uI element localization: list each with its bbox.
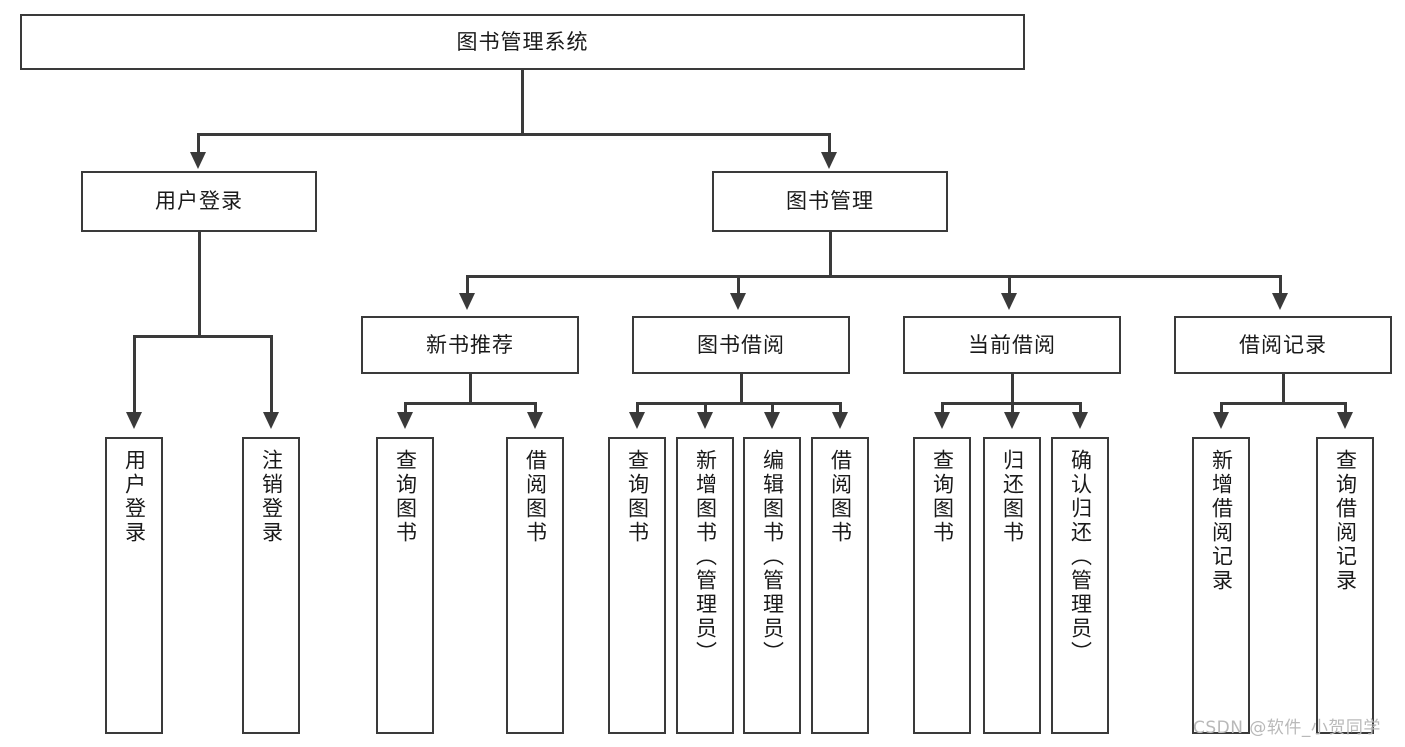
arrow-bm-to-current-borrow <box>1001 293 1017 310</box>
edge-user-login-bus <box>133 335 272 338</box>
edge-bm-drop-3 <box>1008 275 1011 297</box>
edge-cb-drop-2 <box>1011 402 1014 416</box>
edge-user-login-stem <box>198 232 201 337</box>
arrow-br-leaf-2 <box>1337 412 1353 429</box>
edge-cb-drop-3 <box>1079 402 1082 416</box>
arrow-bm-to-borrow-record <box>1272 293 1288 310</box>
leaf-current-borrow-3-label: 确认归还（管理员） <box>1068 449 1093 665</box>
arrow-bb-leaf-1 <box>629 412 645 429</box>
node-current-borrow-label: 当前借阅 <box>968 332 1056 357</box>
edge-bb-drop-2 <box>704 402 707 416</box>
arrow-root-to-book-manage <box>821 152 837 169</box>
leaf-book-borrow-3-label: 编辑图书（管理员） <box>760 449 785 665</box>
leaf-book-borrow-2[interactable]: 新增图书（管理员） <box>676 437 734 734</box>
leaf-book-borrow-4-label: 借阅图书 <box>828 449 853 545</box>
node-borrow-record-label: 借阅记录 <box>1239 332 1327 357</box>
leaf-current-borrow-2-label: 归还图书 <box>1000 449 1025 545</box>
edge-root-to-book-manage <box>828 133 831 157</box>
node-book-management-label: 图书管理 <box>786 189 874 214</box>
leaf-current-borrow-1-label: 查询图书 <box>930 449 955 545</box>
edge-nbr-stem <box>469 374 472 404</box>
edge-nbr-drop-1 <box>404 402 407 416</box>
leaf-new-book-recommend-2[interactable]: 借阅图书 <box>506 437 564 734</box>
node-user-login[interactable]: 用户登录 <box>81 171 317 232</box>
edge-user-login-drop-2 <box>270 335 273 415</box>
leaf-book-borrow-3[interactable]: 编辑图书（管理员） <box>743 437 801 734</box>
leaf-borrow-record-2[interactable]: 查询借阅记录 <box>1316 437 1374 734</box>
node-root-label: 图书管理系统 <box>456 29 589 54</box>
leaf-borrow-record-2-label: 查询借阅记录 <box>1333 449 1358 593</box>
leaf-current-borrow-3[interactable]: 确认归还（管理员） <box>1051 437 1109 734</box>
edge-book-management-bus <box>466 275 1280 278</box>
arrow-cb-leaf-2 <box>1004 412 1020 429</box>
node-new-book-recommend-label: 新书推荐 <box>426 332 514 357</box>
arrow-cb-leaf-1 <box>934 412 950 429</box>
leaf-user-login-2-label: 注销登录 <box>259 449 284 545</box>
node-current-borrow[interactable]: 当前借阅 <box>903 316 1121 374</box>
edge-user-login-drop-1 <box>133 335 136 415</box>
arrow-nbr-leaf-1 <box>397 412 413 429</box>
leaf-new-book-recommend-1-label: 查询图书 <box>393 449 418 545</box>
node-root[interactable]: 图书管理系统 <box>20 14 1025 70</box>
arrow-nbr-leaf-2 <box>527 412 543 429</box>
edge-nbr-drop-2 <box>534 402 537 416</box>
edge-book-management-stem <box>829 232 832 277</box>
leaf-current-borrow-2[interactable]: 归还图书 <box>983 437 1041 734</box>
leaf-new-book-recommend-1[interactable]: 查询图书 <box>376 437 434 734</box>
edge-bb-drop-4 <box>839 402 842 416</box>
edge-bm-drop-1 <box>466 275 469 297</box>
edge-br-drop-1 <box>1220 402 1223 416</box>
arrow-user-login-leaf-1 <box>126 412 142 429</box>
arrow-cb-leaf-3 <box>1072 412 1088 429</box>
node-book-borrow-label: 图书借阅 <box>697 332 785 357</box>
arrow-user-login-leaf-2 <box>263 412 279 429</box>
edge-bm-drop-2 <box>737 275 740 297</box>
edge-root-bus <box>197 133 828 136</box>
arrow-bb-leaf-4 <box>832 412 848 429</box>
node-new-book-recommend[interactable]: 新书推荐 <box>361 316 579 374</box>
edge-root-stem <box>521 70 524 135</box>
node-book-management[interactable]: 图书管理 <box>712 171 948 232</box>
leaf-book-borrow-4[interactable]: 借阅图书 <box>811 437 869 734</box>
leaf-book-borrow-2-label: 新增图书（管理员） <box>693 449 718 665</box>
edge-cb-stem <box>1011 374 1014 404</box>
leaf-new-book-recommend-2-label: 借阅图书 <box>523 449 548 545</box>
leaf-book-borrow-1-label: 查询图书 <box>625 449 650 545</box>
leaf-current-borrow-1[interactable]: 查询图书 <box>913 437 971 734</box>
arrow-bm-to-new-book <box>459 293 475 310</box>
edge-br-drop-2 <box>1344 402 1347 416</box>
arrow-bb-leaf-2 <box>697 412 713 429</box>
edge-bb-drop-1 <box>636 402 639 416</box>
edge-root-to-user-login <box>197 133 200 157</box>
edge-cb-drop-1 <box>941 402 944 416</box>
edge-bb-drop-3 <box>771 402 774 416</box>
watermark-text: CSDN @软件_小贺同学 <box>1193 718 1381 738</box>
leaf-borrow-record-1-label: 新增借阅记录 <box>1209 449 1234 593</box>
node-book-borrow[interactable]: 图书借阅 <box>632 316 850 374</box>
arrow-bb-leaf-3 <box>764 412 780 429</box>
node-borrow-record[interactable]: 借阅记录 <box>1174 316 1392 374</box>
leaf-book-borrow-1[interactable]: 查询图书 <box>608 437 666 734</box>
arrow-root-to-user-login <box>190 152 206 169</box>
edge-bb-stem <box>740 374 743 404</box>
edge-bm-drop-4 <box>1279 275 1282 297</box>
leaf-user-login-1-label: 用户登录 <box>122 449 147 545</box>
node-user-login-label: 用户登录 <box>155 189 243 214</box>
edge-br-stem <box>1282 374 1285 404</box>
arrow-br-leaf-1 <box>1213 412 1229 429</box>
arrow-bm-to-book-borrow <box>730 293 746 310</box>
leaf-user-login-2[interactable]: 注销登录 <box>242 437 300 734</box>
edge-br-bus <box>1220 402 1346 405</box>
edge-nbr-bus <box>404 402 537 405</box>
leaf-borrow-record-1[interactable]: 新增借阅记录 <box>1192 437 1250 734</box>
edge-bb-bus <box>636 402 841 405</box>
leaf-user-login-1[interactable]: 用户登录 <box>105 437 163 734</box>
